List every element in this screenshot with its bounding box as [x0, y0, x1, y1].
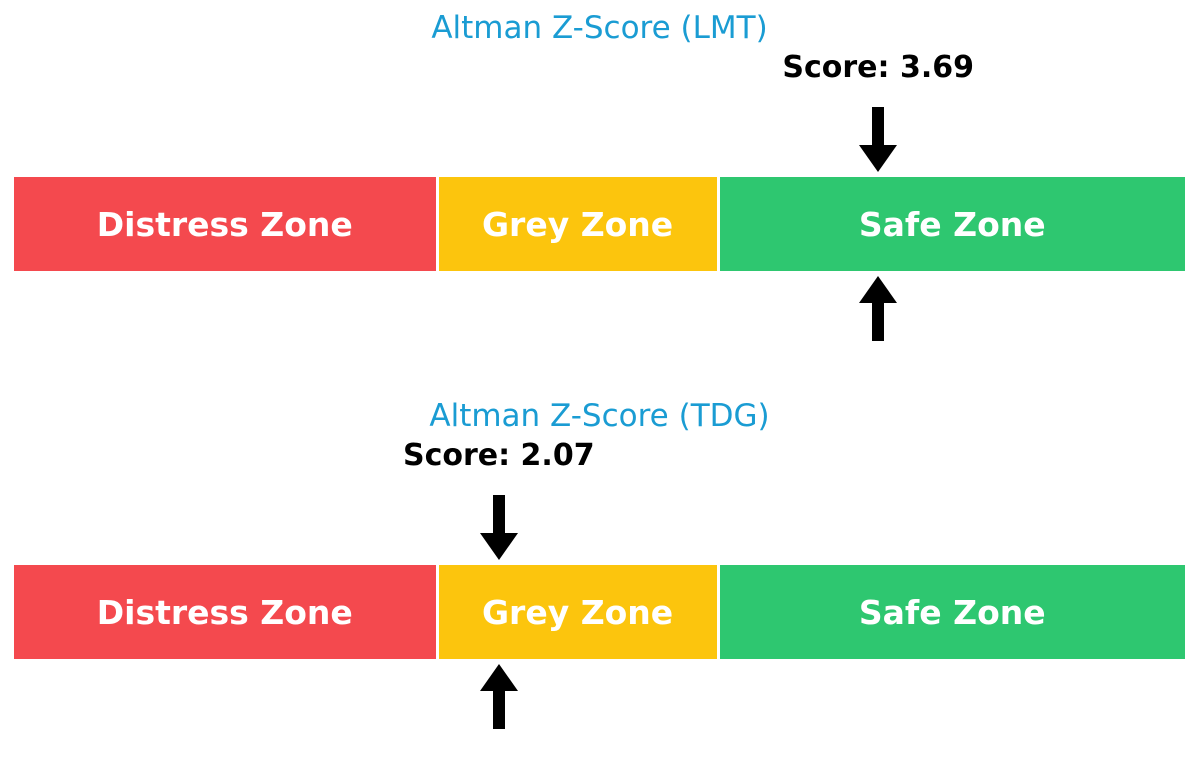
zone-distress: Distress Zone: [14, 565, 436, 659]
arrow-head: [859, 276, 898, 303]
zone-grey: Grey Zone: [435, 565, 717, 659]
score-arrow-down-icon: [859, 107, 898, 172]
arrow-head: [859, 145, 898, 172]
zone-safe: Safe Zone: [716, 177, 1185, 271]
score-arrow-down-icon: [479, 495, 518, 560]
zone-bar: Distress Zone Grey Zone Safe Zone: [14, 177, 1185, 271]
arrow-head: [479, 533, 518, 560]
chart-title: Altman Z-Score (LMT): [431, 10, 768, 46]
score-label: Score: 2.07: [402, 438, 595, 473]
arrow-stem: [492, 691, 505, 729]
zone-label: Safe Zone: [858, 204, 1046, 244]
zone-label: Distress Zone: [96, 204, 353, 244]
zone-grey: Grey Zone: [435, 177, 717, 271]
chart-title: Altman Z-Score (TDG): [429, 398, 770, 434]
zone-bar: Distress Zone Grey Zone Safe Zone: [14, 565, 1185, 659]
arrow-head: [479, 664, 518, 691]
zone-label: Grey Zone: [481, 204, 674, 244]
arrow-stem: [492, 495, 505, 533]
chart-lmt: Altman Z-Score (LMT) Score: 3.69 Distres…: [14, 0, 1185, 346]
arrow-stem: [872, 303, 885, 341]
arrow-stem: [872, 107, 885, 145]
score-arrow-up-icon: [859, 276, 898, 341]
zone-label: Distress Zone: [96, 592, 353, 632]
score-label: Score: 3.69: [782, 50, 974, 85]
chart-tdg: Altman Z-Score (TDG) Score: 2.07 Distres…: [14, 388, 1185, 734]
score-arrow-up-icon: [479, 664, 518, 729]
zone-label: Grey Zone: [481, 592, 674, 632]
zone-distress: Distress Zone: [14, 177, 436, 271]
zone-safe: Safe Zone: [716, 565, 1185, 659]
zone-label: Safe Zone: [858, 592, 1046, 632]
